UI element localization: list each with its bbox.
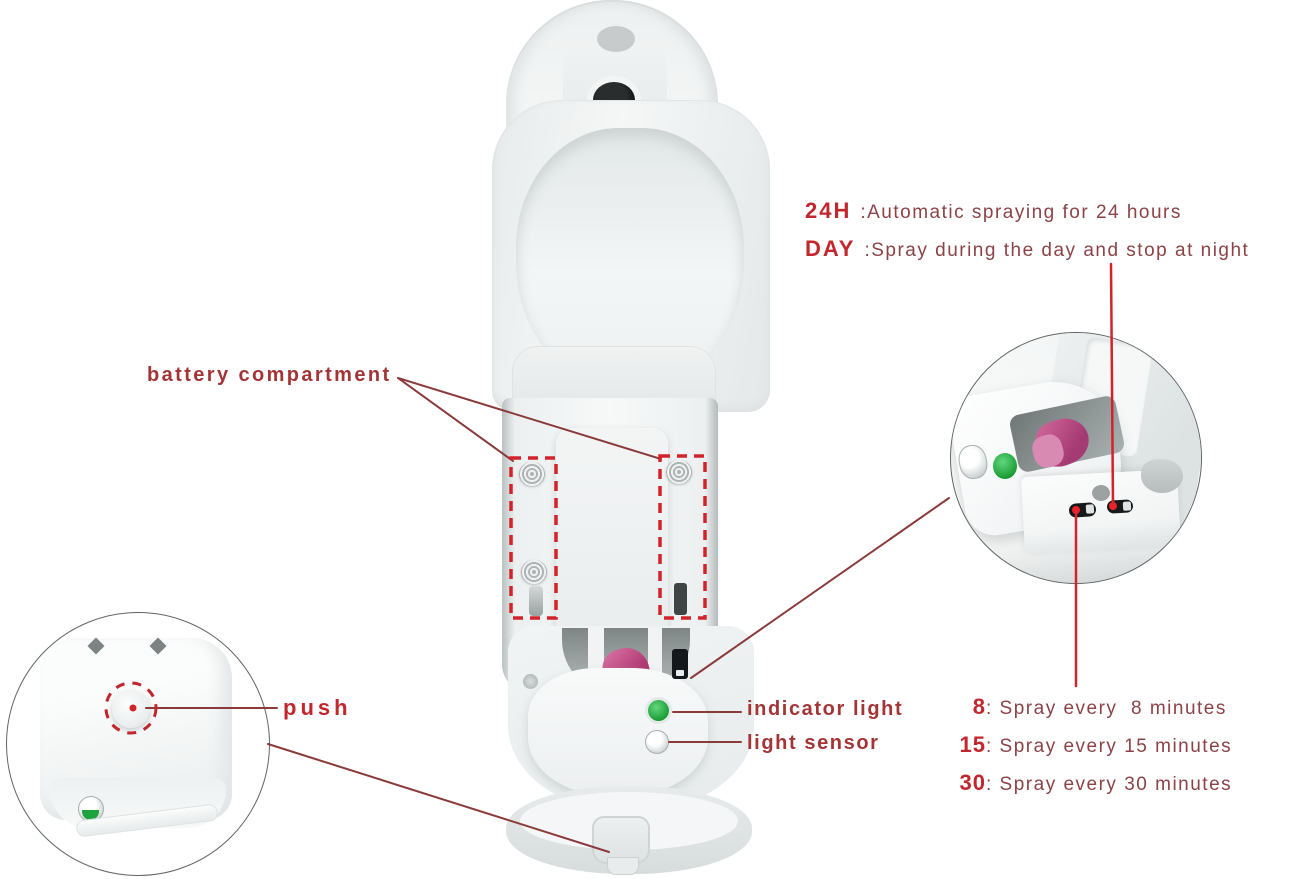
- interval-30-key: 30: [959, 770, 986, 795]
- interval-8-desc: : Spray every 8 minutes: [986, 698, 1227, 719]
- push-dashed-circle: [104, 681, 158, 735]
- plate-hole: [1092, 485, 1110, 501]
- mode-24h-desc: :Automatic spraying for 24 hours: [860, 202, 1182, 223]
- screw: [523, 674, 538, 689]
- battery-spring: [521, 560, 547, 584]
- cradle-front: [528, 668, 708, 796]
- interval-30-desc: : Spray every 30 minutes: [986, 774, 1233, 795]
- battery-dashed-box-left: [509, 456, 558, 620]
- battery-dashed-box-right: [658, 454, 707, 620]
- cradle-prong: [648, 628, 662, 680]
- push-dot: [129, 704, 137, 712]
- mode-24h-key: 24H: [805, 198, 852, 223]
- callout-day-24h-switch: [1109, 262, 1115, 506]
- callout-dot: [1072, 506, 1080, 514]
- leader-battery-right: [397, 377, 662, 460]
- mode-day-desc: :Spray during the day and stop at night: [864, 240, 1250, 261]
- interval-8-key: 8: [972, 694, 986, 719]
- push-release-tab: [592, 816, 650, 864]
- push-label: push: [283, 695, 352, 720]
- interval-15-desc: : Spray every 15 minutes: [986, 736, 1233, 757]
- battery-spring: [666, 460, 692, 484]
- battery-contact: [674, 583, 687, 615]
- callout-dot: [1109, 502, 1117, 510]
- closeup-tab: [1141, 459, 1183, 493]
- indicator-led: [648, 700, 669, 721]
- light-sensor-label: light sensor: [747, 732, 880, 754]
- mode-switch: [672, 649, 688, 679]
- push-release-tab-tip: [607, 857, 639, 875]
- mode-day-note: DAY :Spray during the day and stop at ni…: [805, 236, 1249, 262]
- indicator-light-label: indicator light: [747, 698, 904, 720]
- mode-24h-note: 24H :Automatic spraying for 24 hours: [805, 198, 1182, 224]
- leader-switch-to-inset: [690, 497, 950, 679]
- top-vent-hole: [597, 26, 635, 52]
- battery-contact: [529, 586, 543, 616]
- battery-compartment-label: battery compartment: [147, 364, 392, 386]
- bottom-sensor-green: [82, 810, 99, 820]
- mode-day-key: DAY: [805, 236, 856, 261]
- interval-15-key: 15: [959, 732, 986, 757]
- leader-battery-left: [397, 377, 514, 462]
- interval-8-note: 8 : Spray every 8 minutes: [940, 694, 1227, 720]
- battery-spring: [519, 462, 545, 486]
- battery-tray-center: [556, 428, 668, 643]
- closeup-indicator-led: [993, 453, 1017, 479]
- interval-30-note: 30 : Spray every 30 minutes: [940, 770, 1232, 796]
- interval-15-note: 15 : Spray every 15 minutes: [940, 732, 1232, 758]
- leader-inset-to-push-tab: [267, 743, 610, 853]
